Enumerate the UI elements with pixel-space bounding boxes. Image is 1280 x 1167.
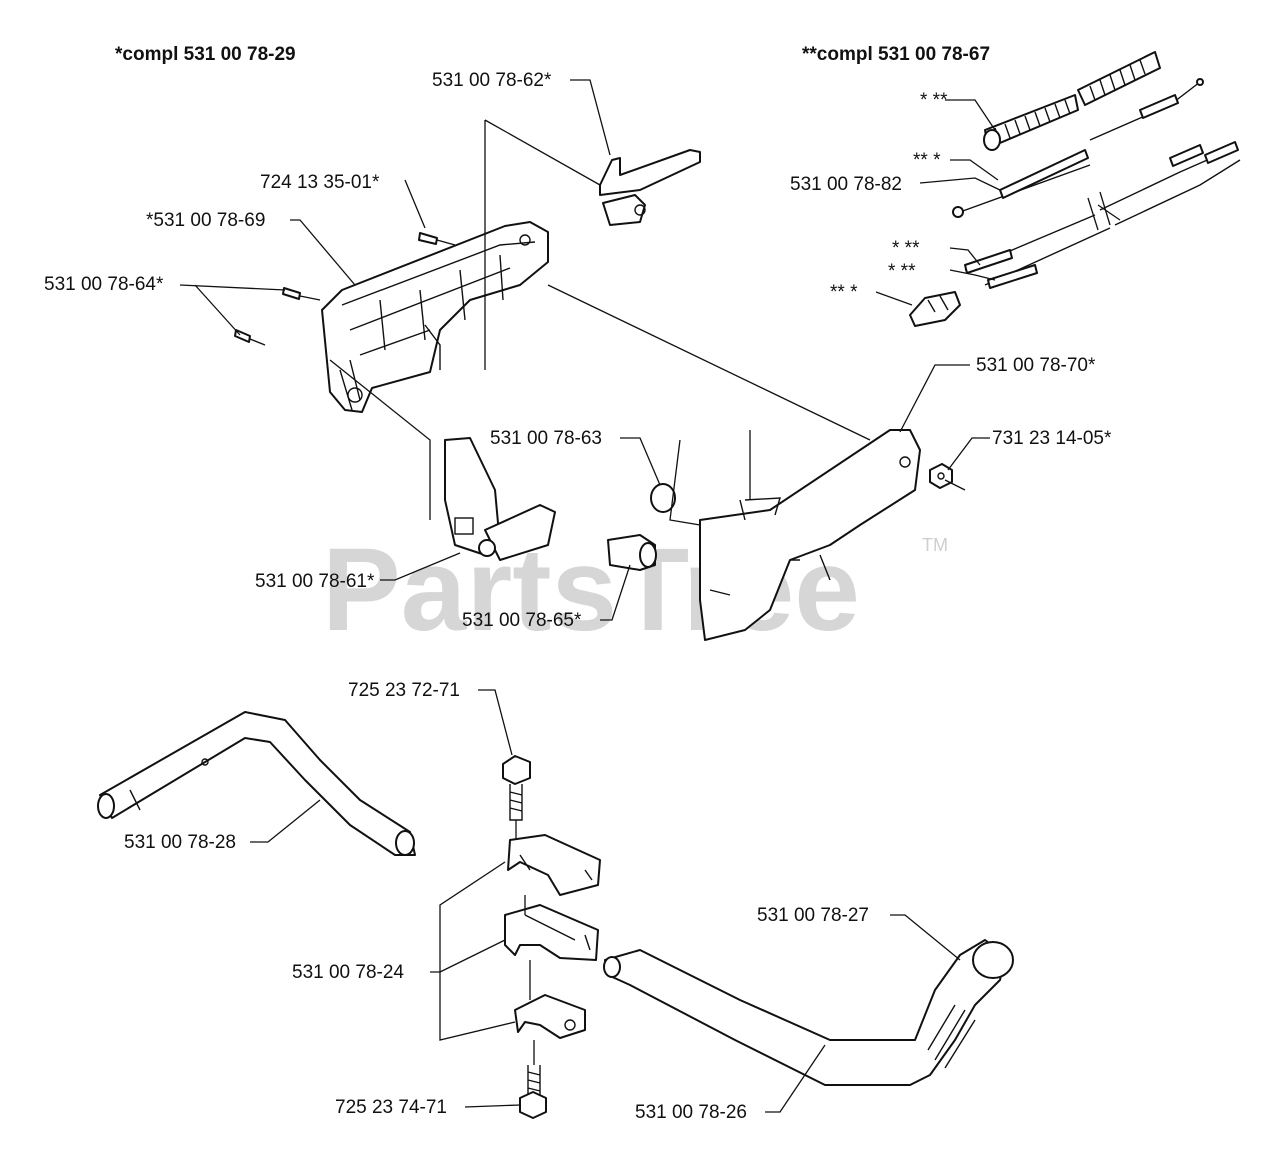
kit-header-right: **compl 531 00 78-67: [802, 44, 990, 65]
label-731-23-14-05: 731 23 14-05*: [992, 428, 1112, 449]
kit-header-left: *compl 531 00 78-29: [115, 44, 296, 65]
watermark-trademark: TM: [922, 535, 948, 555]
bolt-725-23-74-71: [519, 1065, 547, 1119]
label-star-marker-4: * **: [888, 261, 916, 282]
label-531-00-78-28: 531 00 78-28: [124, 832, 236, 853]
label-531-00-78-63: 531 00 78-63: [490, 428, 602, 449]
screw-531-00-78-64-upper: [282, 287, 321, 301]
plug-531-00-78-65: [607, 534, 657, 571]
clamp-lower: [514, 994, 586, 1039]
clamp-upper: [507, 834, 601, 896]
nut-731-23-14-05: [929, 463, 953, 489]
label-531-00-78-26: 531 00 78-26: [635, 1102, 747, 1123]
cap-531-00-78-63: [650, 483, 676, 513]
label-724-13-35-01: 724 13 35-01*: [260, 172, 380, 193]
label-531-00-78-65: 531 00 78-65*: [462, 610, 582, 631]
label-531-00-78-82: 531 00 78-82: [790, 174, 902, 195]
bolt-725-23-72-71: [502, 755, 531, 821]
label-531-00-78-24: 531 00 78-24: [292, 962, 404, 983]
throttle-cable-82: [952, 78, 1204, 218]
label-531-00-78-64: 531 00 78-64*: [44, 274, 164, 295]
handle-housing-right-half: [699, 429, 921, 641]
label-star-marker-5: ** *: [830, 282, 858, 303]
cable-spring-sleeves: [983, 51, 1161, 151]
trigger-lock-part: [444, 437, 556, 561]
label-star-marker-3: * **: [892, 238, 920, 259]
label-531-00-78-69: *531 00 78-69: [146, 210, 265, 231]
screw-724-13-35-01: [418, 232, 456, 246]
screw-531-00-78-64-lower: [234, 329, 266, 346]
clamp-middle: [504, 904, 599, 961]
label-star-marker-2: ** *: [913, 150, 941, 171]
stop-cables: [964, 141, 1241, 289]
label-531-00-78-27: 531 00 78-27: [757, 905, 869, 926]
throttle-trigger: [599, 149, 701, 226]
handle-housing-left-half: [321, 221, 549, 413]
handlebar-left-531-00-78-28: [97, 711, 416, 856]
cable-connector: [909, 291, 961, 327]
label-531-00-78-70: 531 00 78-70*: [976, 355, 1096, 376]
label-531-00-78-62: 531 00 78-62*: [432, 70, 552, 91]
label-725-23-74-71: 725 23 74-71: [335, 1097, 447, 1118]
label-725-23-72-71: 725 23 72-71: [348, 680, 460, 701]
label-531-00-78-61: 531 00 78-61*: [255, 571, 375, 592]
handlebar-right-531-00-78-26: [603, 939, 1014, 1086]
label-star-marker-1: * **: [920, 90, 948, 111]
